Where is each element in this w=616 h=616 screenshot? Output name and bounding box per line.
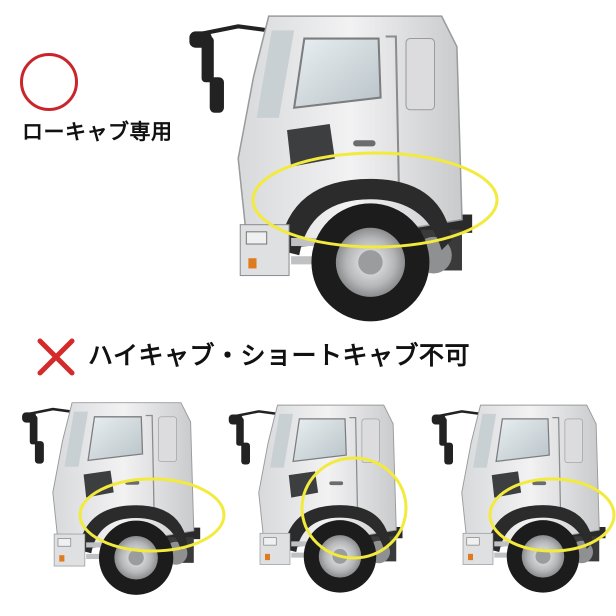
short-cab-2-highlight-ellipse <box>488 477 616 553</box>
high-short-cab-not-allowed-label: ハイキャブ・ショートキャブ不可 <box>88 341 471 370</box>
cross-ng-icon <box>37 338 75 376</box>
high-cab-highlight-ellipse <box>78 477 226 553</box>
low-cab-only-label: ローキャブ専用 <box>22 120 173 144</box>
circle-ok-icon <box>20 53 78 111</box>
short-cab-1-highlight-ellipse <box>300 456 408 560</box>
